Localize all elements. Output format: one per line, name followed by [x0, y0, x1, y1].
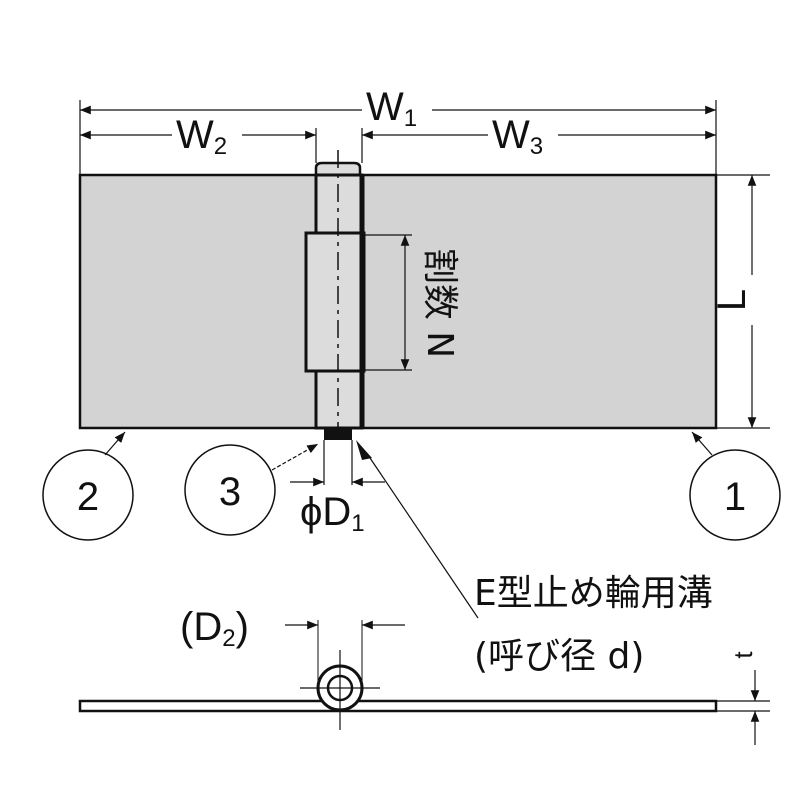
n-label: 割数 N: [419, 248, 460, 358]
groove-leader: [367, 454, 479, 619]
l-label: L: [710, 289, 754, 311]
w1-label: W1: [366, 85, 417, 132]
hinge-knuckle: [304, 150, 366, 440]
dimension-t: [716, 670, 770, 745]
callout-1: 1: [689, 431, 781, 541]
svg-text:1: 1: [724, 475, 746, 519]
w2-label: W2: [176, 113, 227, 160]
groove-note-line1: E型止め輪用溝: [474, 573, 713, 614]
dimension-d1: [290, 440, 385, 487]
d1-label: ϕD1: [300, 490, 365, 537]
hinge-plate: [78, 173, 718, 430]
callout-2: 2: [42, 431, 134, 541]
svg-text:2: 2: [77, 475, 99, 519]
hinge-side-view: [78, 620, 718, 730]
callout-3: 3: [184, 443, 319, 536]
d2-label: (D2): [180, 605, 249, 652]
w3-label: W3: [492, 113, 543, 160]
dimension-n: [364, 234, 412, 371]
svg-text:3: 3: [219, 470, 241, 514]
t-label: t: [728, 651, 758, 659]
groove-note-line2: (呼び径 d): [474, 636, 644, 677]
